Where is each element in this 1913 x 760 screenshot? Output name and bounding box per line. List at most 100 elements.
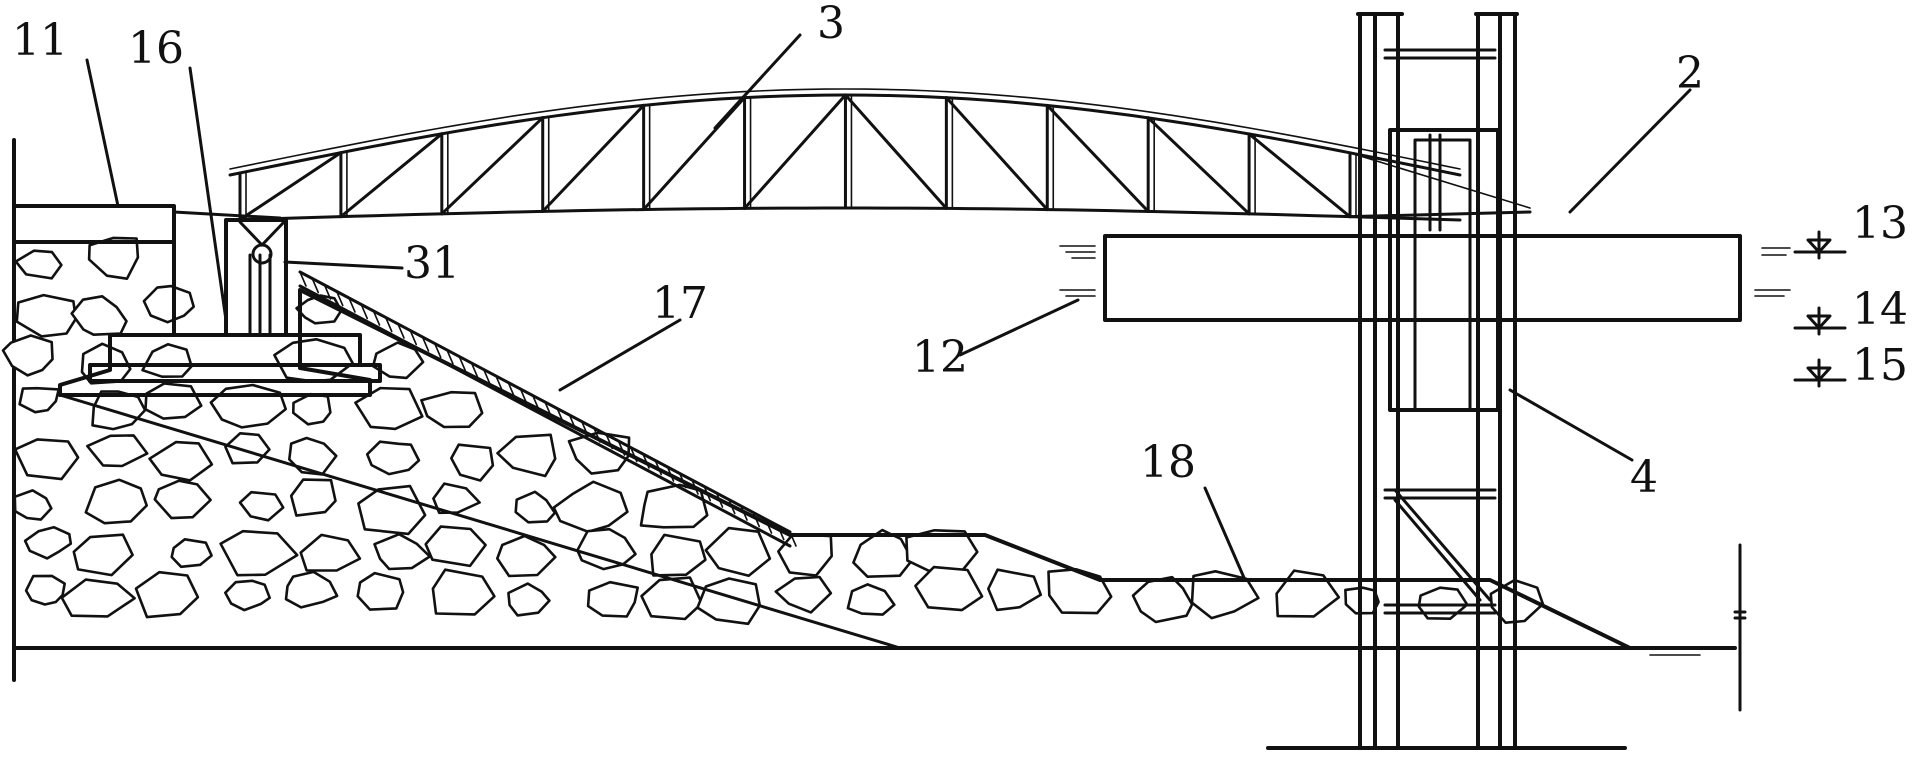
rock bbox=[365, 440, 421, 476]
label-3: 3 bbox=[817, 0, 845, 49]
truss-diagonal bbox=[743, 93, 847, 210]
rock bbox=[514, 490, 557, 524]
label-12: 12 bbox=[912, 332, 968, 383]
slope-hatch bbox=[323, 284, 332, 300]
rock bbox=[284, 570, 339, 609]
rock bbox=[291, 392, 332, 426]
truss-diagonal bbox=[944, 96, 1049, 212]
rock bbox=[371, 341, 425, 380]
slope-hatch bbox=[531, 394, 540, 411]
truss-diagonal bbox=[339, 132, 444, 219]
slope-hatch bbox=[776, 524, 785, 541]
slope-hatch bbox=[409, 329, 418, 346]
slope-hatch bbox=[678, 472, 687, 489]
slope-hatch bbox=[507, 381, 516, 398]
elevation-symbol-13 bbox=[1793, 230, 1847, 260]
rock bbox=[134, 570, 200, 619]
rock bbox=[18, 386, 61, 414]
truss-top-chord-outer bbox=[229, 88, 1461, 170]
truss-diagonal bbox=[1247, 132, 1352, 219]
rock bbox=[1131, 575, 1194, 624]
rock bbox=[170, 537, 213, 569]
slope-hatch bbox=[372, 310, 381, 326]
truss-diagonal bbox=[541, 103, 646, 213]
label-17: 17 bbox=[652, 278, 708, 329]
arch-truss-3 bbox=[228, 88, 1532, 232]
rock bbox=[87, 236, 140, 281]
rock bbox=[15, 293, 78, 338]
slope-hatch bbox=[752, 511, 761, 528]
rock bbox=[776, 532, 834, 577]
label-11: 11 bbox=[12, 15, 68, 66]
truss-diagonal bbox=[1045, 103, 1150, 213]
truss-diagonal bbox=[238, 151, 343, 222]
rock bbox=[449, 443, 495, 482]
rock bbox=[1275, 569, 1341, 618]
slope-hatch bbox=[642, 453, 650, 469]
slope-hatch bbox=[482, 368, 491, 385]
rock bbox=[14, 249, 63, 280]
rock bbox=[696, 577, 762, 626]
slope-hatch bbox=[654, 459, 663, 476]
slope-hatch bbox=[727, 498, 736, 515]
seabed-marks bbox=[1649, 543, 1747, 712]
slope-hatch bbox=[580, 420, 589, 437]
rock bbox=[852, 528, 914, 579]
slope-hatch bbox=[446, 349, 454, 365]
rock bbox=[209, 383, 288, 429]
slope-revetment-17 bbox=[298, 270, 797, 548]
slope-hatch bbox=[421, 336, 430, 352]
label-31: 31 bbox=[404, 238, 460, 289]
rock bbox=[13, 438, 80, 481]
slope-hatch bbox=[629, 446, 638, 463]
rock bbox=[289, 478, 337, 517]
slope-hatch bbox=[691, 479, 699, 495]
slope-hatch bbox=[617, 440, 626, 456]
truss-diagonal bbox=[440, 116, 545, 216]
label-13: 13 bbox=[1852, 198, 1908, 249]
rock bbox=[144, 382, 203, 420]
rock bbox=[357, 484, 427, 536]
rock bbox=[650, 533, 707, 577]
rock bbox=[846, 583, 896, 616]
rock bbox=[914, 565, 984, 612]
slope-hatch bbox=[519, 388, 528, 404]
slope-hatch bbox=[789, 531, 797, 547]
rock bbox=[60, 578, 136, 618]
slope-hatch bbox=[568, 414, 577, 430]
rock bbox=[153, 479, 212, 520]
label-14: 14 bbox=[1852, 284, 1908, 335]
slope-hatch bbox=[544, 401, 552, 417]
rock bbox=[1, 334, 54, 377]
slope-hatch bbox=[605, 433, 614, 450]
truss-diagonal bbox=[1146, 116, 1251, 216]
slope-hatch bbox=[348, 297, 356, 313]
slope-hatch bbox=[470, 362, 479, 378]
rock bbox=[432, 482, 481, 515]
rock bbox=[299, 533, 362, 572]
water-level-marks bbox=[1059, 245, 1791, 297]
slope-hatch bbox=[495, 375, 503, 391]
rock bbox=[496, 433, 557, 478]
rock bbox=[13, 489, 53, 521]
slope-hatch bbox=[311, 277, 320, 294]
rock bbox=[576, 527, 637, 571]
slope-chord-bottom bbox=[298, 284, 792, 548]
guide-tower-4 bbox=[1266, 12, 1627, 750]
slope-hatch bbox=[299, 271, 307, 287]
truss-diagonal bbox=[843, 93, 948, 210]
rock bbox=[219, 529, 299, 577]
rock bbox=[1417, 586, 1469, 621]
rock bbox=[91, 390, 147, 431]
slope-hatch bbox=[764, 518, 773, 534]
rock bbox=[356, 571, 405, 611]
rock bbox=[148, 440, 214, 482]
elevation-symbol-14 bbox=[1793, 306, 1847, 336]
slope-hatch bbox=[740, 505, 748, 521]
support-hinge-31 bbox=[238, 220, 286, 265]
rock bbox=[1047, 567, 1113, 615]
slope-hatch bbox=[384, 316, 393, 333]
rock bbox=[141, 342, 193, 379]
label-4: 4 bbox=[1630, 452, 1658, 503]
